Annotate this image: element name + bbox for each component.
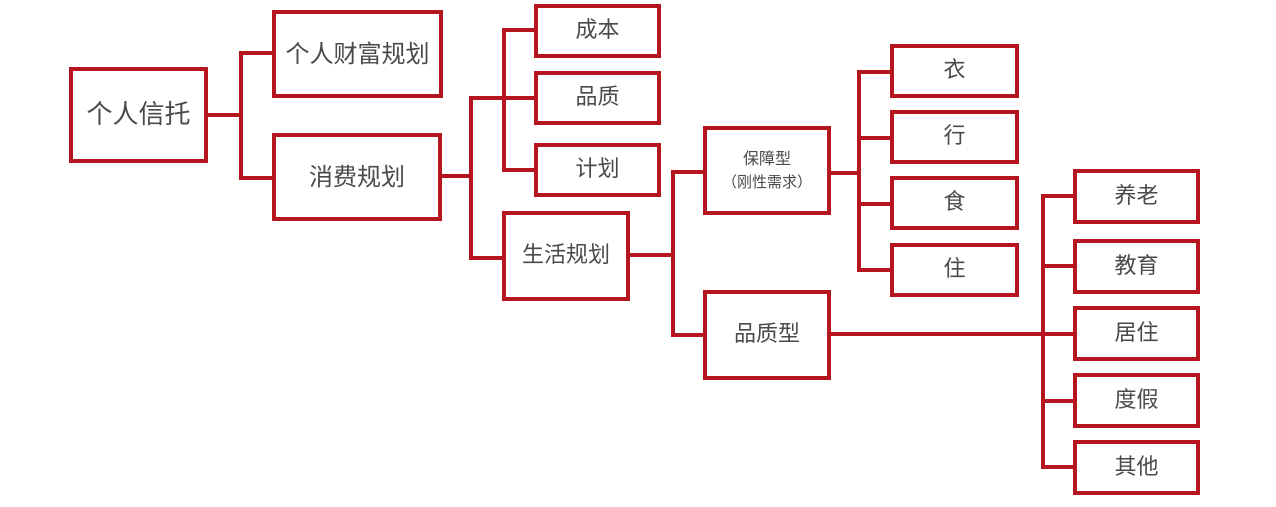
node-personal-wealth-planning-label: 个人财富规划 [285,40,430,68]
node-basic-needs-label-line1: 保障型 [742,149,791,169]
node-other: 其他 [1073,440,1200,495]
node-other-label: 其他 [1114,454,1159,480]
node-personal-wealth-planning: 个人财富规划 [272,10,443,98]
node-housing: 住 [890,243,1019,297]
node-consumption-planning: 消费规划 [272,133,442,221]
node-travel-label: 行 [943,124,966,150]
node-quality-label: 品质 [575,85,620,111]
node-pension: 养老 [1073,169,1200,224]
node-vacation: 度假 [1073,373,1200,428]
node-personal-trust: 个人信托 [69,67,208,163]
node-plan-label: 计划 [575,157,620,183]
node-food-label: 食 [943,190,966,216]
node-residence-label: 居住 [1114,320,1159,346]
node-education-label: 教育 [1114,253,1159,279]
node-pension-label: 养老 [1114,183,1159,209]
node-plan: 计划 [534,143,661,197]
node-housing-label: 住 [943,257,966,283]
node-life-planning: 生活规划 [502,211,630,301]
node-quality: 品质 [534,71,661,125]
node-clothing-label: 衣 [943,58,966,84]
node-travel: 行 [890,110,1019,164]
node-cost-label: 成本 [575,18,620,44]
node-residence: 居住 [1073,306,1200,361]
node-quality-type-label: 品质型 [733,322,800,348]
node-basic-needs-label-line2: （刚性需求） [721,173,812,192]
node-quality-type: 品质型 [703,290,831,380]
node-clothing: 衣 [890,44,1019,98]
node-vacation-label: 度假 [1114,387,1159,413]
node-food: 食 [890,176,1019,230]
node-life-planning-label: 生活规划 [521,243,610,269]
node-education: 教育 [1073,239,1200,294]
node-basic-needs: 保障型 （刚性需求） [703,126,831,215]
node-personal-trust-label: 个人信托 [86,99,191,130]
node-cost: 成本 [534,4,661,58]
node-consumption-planning-label: 消费规划 [309,163,405,191]
